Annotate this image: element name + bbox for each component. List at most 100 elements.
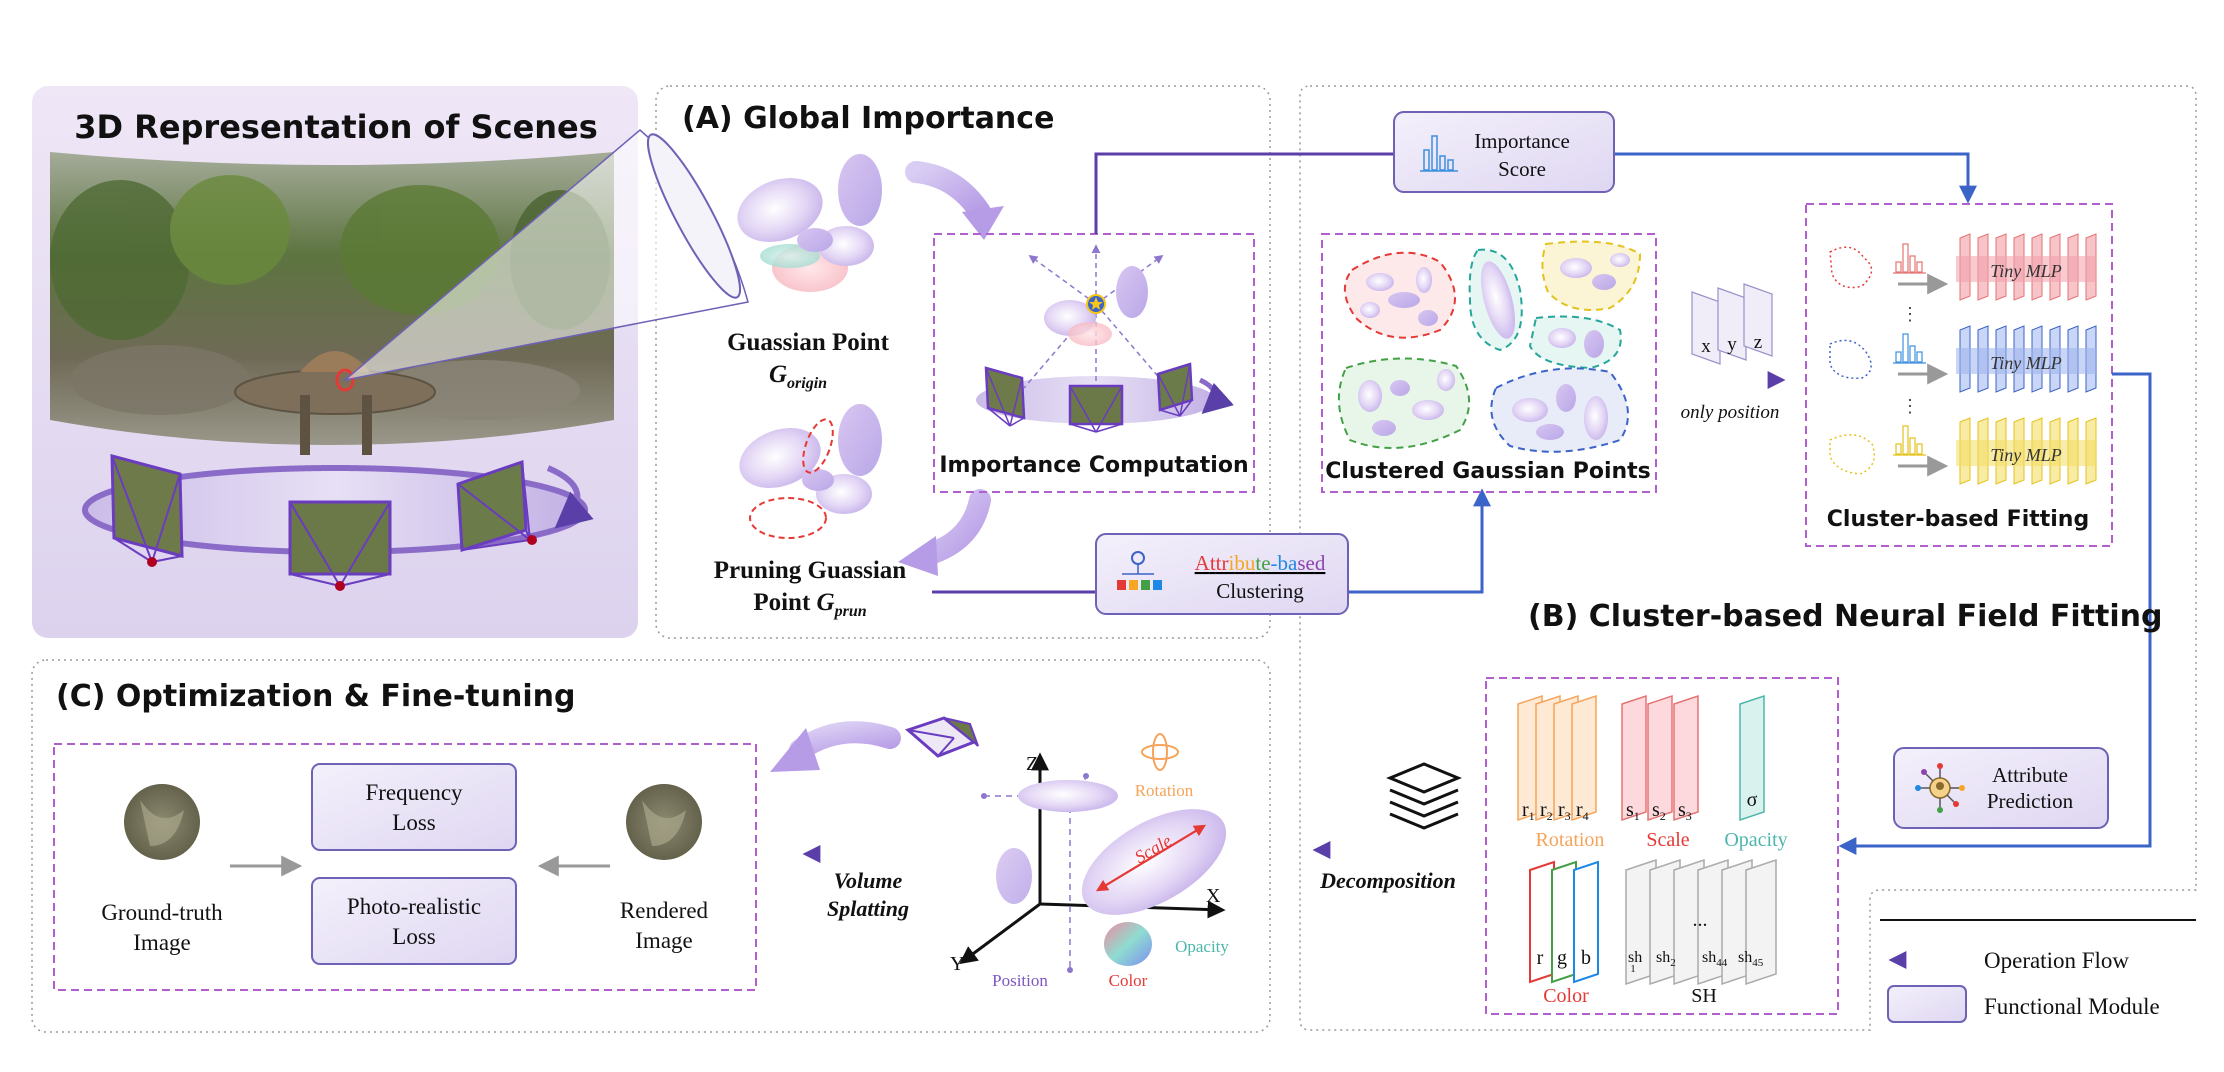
position-axis-label: Position: [992, 971, 1048, 990]
legend-module-swatch: [1887, 985, 1967, 1023]
axis-x-label: X: [1206, 885, 1221, 907]
rotation-planes: r1 r2 r3 r4: [1517, 694, 1597, 823]
volume-splatting-label-2: Splatting: [827, 896, 909, 921]
opacity-label: Opacity: [1724, 829, 1787, 851]
frequency-loss-module: Frequency Loss: [311, 763, 517, 851]
pruning-label-2: Point Gprun: [753, 589, 866, 620]
pos-y: y: [1727, 334, 1737, 355]
rotation-label: Rotation: [1536, 829, 1605, 851]
panel-b-title: (B) Cluster-based Neural Field Fitting: [1528, 599, 2163, 634]
gaussian-cluster-origin: [737, 154, 882, 292]
rotation-icon: [1141, 733, 1179, 771]
curve-arrow-bottom-head: [898, 536, 938, 576]
importance-score-line1: Importance: [1474, 129, 1570, 153]
svg-text:s1: s1: [1626, 799, 1640, 823]
network-icon: [1915, 763, 1965, 813]
svg-text:sh44: sh44: [1702, 949, 1728, 969]
opacity-axis-label: Opacity: [1175, 937, 1229, 956]
svg-text:r2: r2: [1540, 799, 1553, 823]
svg-text:r3: r3: [1558, 799, 1571, 823]
curve-arrow-top-head: [962, 206, 1004, 240]
svg-text:b: b: [1581, 947, 1591, 969]
focus-marker: [335, 368, 355, 392]
ground-truth-label-2: Image: [133, 930, 190, 955]
loss-box: [53, 743, 757, 991]
bar-chart-icon: [1420, 135, 1458, 172]
color-gaussian: [1104, 922, 1152, 966]
decomposition-label: Decomposition: [1319, 868, 1456, 893]
clustering-module: Attribute-based Clustering: [1095, 533, 1349, 615]
camera-frames: [110, 454, 537, 591]
curve-arrow-bottom: [919, 489, 991, 565]
stack-layers-icon: [1386, 762, 1462, 830]
svg-text:Loss: Loss: [392, 810, 436, 835]
cluster-fitting-box: [1805, 203, 2113, 547]
svg-text:σ: σ: [1747, 789, 1758, 811]
legend-operation-flow: Operation Flow: [1984, 948, 2129, 973]
svg-text:Tiny MLP: Tiny MLP: [1990, 445, 2062, 465]
scene-title: 3D Representation of Scenes: [74, 108, 598, 146]
svg-text:r: r: [1537, 947, 1544, 969]
flow-score-to-fitting: [1614, 152, 1977, 204]
scale-label: Scale: [1646, 829, 1689, 851]
svg-text:Frequency: Frequency: [365, 780, 463, 805]
panel-a-title: (A) Global Importance: [682, 101, 1054, 136]
flow-clustering-to-points: [1348, 488, 1491, 594]
importance-score-module: Importance Score: [1393, 111, 1615, 193]
gaussian-origin-symbol: Gorigin: [769, 361, 827, 392]
mlp-blue: Tiny MLP: [1956, 325, 2097, 393]
attributes-visual: r1 r2 r3 r4 s1 s2 s3 σ Rotation Scale Op…: [1517, 694, 1788, 1007]
attribute-prediction-line2: Prediction: [1987, 789, 2074, 813]
svg-text:s2: s2: [1652, 799, 1666, 823]
svg-text:sh1: sh1: [1628, 949, 1642, 975]
attributes-box: [1485, 677, 1839, 1015]
svg-text:sh2: sh2: [1656, 949, 1676, 969]
attribute-prediction-line1: Attribute: [1992, 763, 2068, 787]
only-position-label: only position: [1681, 402, 1780, 423]
importance-computation-box: [933, 233, 1255, 493]
axes-3d: Z X Y Scale Rotation Opacity Position Co…: [950, 733, 1229, 990]
svg-text:Tiny MLP: Tiny MLP: [1990, 353, 2062, 373]
importance-computation-visual: [976, 244, 1234, 433]
curve-arrow-to-loss-head: [770, 728, 820, 772]
curve-arrow-top: [905, 161, 991, 223]
bars-icon-yellow: [1893, 425, 1926, 456]
pos-z: z: [1754, 332, 1762, 353]
importance-computation-label: Importance Computation: [939, 453, 1248, 478]
panel-c-title: (C) Optimization & Fine-tuning: [56, 679, 575, 714]
attribute-prediction-module: Attribute Prediction: [1893, 747, 2109, 829]
ring-arrow: [546, 465, 594, 529]
svg-text:Loss: Loss: [392, 924, 436, 949]
axis-z-label: Z: [1026, 753, 1038, 775]
axis-y-label: Y: [950, 953, 964, 975]
photo-realistic-loss-module: Photo-realistic Loss: [311, 877, 517, 965]
view-cone-end: [646, 133, 742, 299]
rendered-label-2: Image: [635, 928, 692, 953]
hierarchy-icon: [1117, 551, 1162, 590]
pos-x: x: [1701, 336, 1711, 357]
dots-2: ⋮: [1901, 396, 1919, 416]
clustering-label: Clustering: [1216, 579, 1304, 603]
plant-on-table: [300, 351, 370, 372]
mlp-red: Tiny MLP: [1956, 233, 2097, 301]
svg-text:sh45: sh45: [1738, 949, 1764, 969]
rotation-axis-label: Rotation: [1135, 781, 1194, 800]
color-label: Color: [1543, 985, 1589, 1007]
color-planes: r g b: [1529, 860, 1599, 984]
clustered-points-box: [1321, 233, 1657, 493]
flow-fitting-to-attributes: [1838, 372, 2152, 855]
sh-label: SH: [1691, 985, 1717, 1007]
svg-text:Tiny MLP: Tiny MLP: [1990, 261, 2062, 281]
camera-frustum-icon: [905, 716, 979, 758]
volume-splatting-label-1: Volume: [834, 868, 903, 893]
opacity-plane: σ: [1739, 694, 1765, 822]
svg-text:r1: r1: [1522, 799, 1535, 823]
pruning-label-1: Pruning Guassian: [714, 557, 907, 584]
gaussian-point-label: Guassian Point: [727, 329, 890, 356]
curve-arrow-to-loss: [789, 721, 901, 761]
svg-text:g: g: [1557, 947, 1567, 969]
rendered-label-1: Rendered: [620, 898, 709, 923]
cluster-fitting-label: Cluster-based Fitting: [1827, 507, 2089, 532]
bars-icon-blue: [1893, 333, 1926, 364]
